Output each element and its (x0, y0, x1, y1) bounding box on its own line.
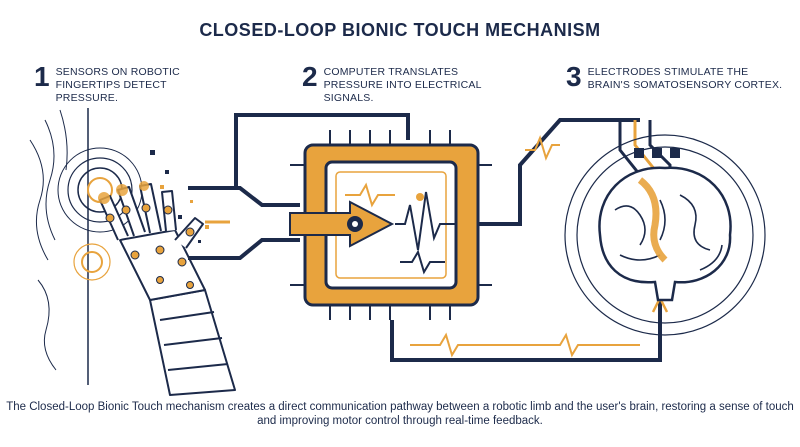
nerve-lines (29, 109, 68, 371)
step-1-text: SENSORS ON ROBOTIC FINGERTIPS DETECT PRE… (55, 66, 180, 104)
hand-joints (105, 203, 195, 289)
feedback-wire (390, 300, 662, 362)
step-3-number: 3 (566, 61, 582, 92)
input-channel (188, 186, 300, 260)
page-title: CLOSED-LOOP BIONIC TOUCH MECHANISM (199, 20, 601, 40)
brain-icon (564, 134, 766, 336)
step-1-number: 1 (34, 61, 50, 92)
step-1: 1 SENSORS ON ROBOTIC FINGERTIPS DETECT P… (34, 61, 226, 105)
fingertip-sensor-icon (98, 181, 149, 204)
step-2-number: 2 (302, 61, 318, 92)
step-3: 3 ELECTRODES STIMULATE THE BRAIN'S SOMAT… (566, 61, 788, 92)
step-2: 2 COMPUTER TRANSLATES PRESSURE INTO ELEC… (302, 61, 514, 105)
pressure-arrow-icon (289, 200, 395, 248)
robotic-hand-icon (99, 183, 236, 396)
gear-icon (347, 216, 363, 232)
top-wire (234, 113, 410, 190)
signal-particles (150, 150, 201, 243)
step-3-text: ELECTRODES STIMULATE THE BRAIN'S SOMATOS… (587, 66, 783, 91)
output-wire (478, 118, 640, 226)
feedback-signal (410, 332, 640, 358)
step-2-text: COMPUTER TRANSLATES PRESSURE INTO ELECTR… (323, 66, 482, 104)
signal-wave-icon (345, 182, 455, 275)
somatosensory-cortex (637, 177, 668, 263)
caption: The Closed-Loop Bionic Touch mechanism c… (6, 401, 794, 427)
